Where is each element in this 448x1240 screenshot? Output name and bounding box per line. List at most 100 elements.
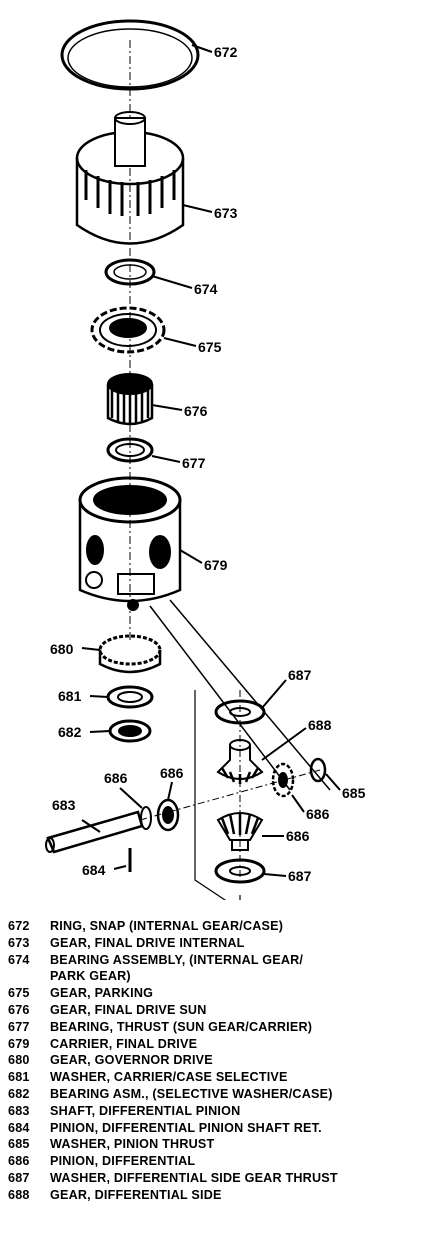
parking-gear-675 <box>90 306 166 354</box>
leader-682 <box>89 730 111 733</box>
legend-item-673: 673 GEAR, FINAL DRIVE INTERNAL <box>8 935 444 952</box>
legend-description: SHAFT, DIFFERENTIAL PINION <box>50 1103 241 1118</box>
callout-679: 679 <box>204 557 228 573</box>
internal-gear-673 <box>75 111 185 245</box>
legend-item-680: 680 GEAR, GOVERNOR DRIVE <box>8 1052 444 1069</box>
legend-item-676: 676 GEAR, FINAL DRIVE SUN <box>8 1002 444 1019</box>
pinion-washer-685 <box>309 757 327 783</box>
legend-number: 680 <box>8 1053 30 1068</box>
leader-677 <box>151 455 181 463</box>
pinion-shaft-683 <box>45 810 144 854</box>
legend-number: 673 <box>8 935 30 950</box>
side-gear-688-top <box>216 739 264 784</box>
legend-description: GEAR, FINAL DRIVE SUN <box>50 1002 207 1017</box>
bearing-682 <box>108 719 152 743</box>
leader-683 <box>81 819 101 833</box>
leader-688 <box>261 727 307 761</box>
leader-673 <box>182 204 213 213</box>
callout-677: 677 <box>182 455 206 471</box>
callout-675: 675 <box>198 339 222 355</box>
leader-680 <box>81 647 101 651</box>
legend-number: 688 <box>8 1187 30 1202</box>
leader-675 <box>163 337 197 347</box>
callout-686c: 686 <box>306 806 330 822</box>
legend-item-684: 684 PINION, DIFFERENTIAL PINION SHAFT RET… <box>8 1120 444 1137</box>
legend-number: 681 <box>8 1070 30 1085</box>
legend-item-679: 679 CARRIER, FINAL DRIVE <box>8 1036 444 1053</box>
leader-687a <box>261 679 287 709</box>
legend-number: 687 <box>8 1170 30 1185</box>
legend-description: GEAR, FINAL DRIVE INTERNAL <box>50 935 245 950</box>
exploded-parts-diagram: 672 673 674 675 676 677 679 680 681 682 … <box>45 19 366 900</box>
callout-676: 676 <box>184 403 208 419</box>
carrier-679 <box>78 476 182 611</box>
legend-item-685: 685 WASHER, PINION THRUST <box>8 1136 444 1153</box>
legend-description: GEAR, DIFFERENTIAL SIDE <box>50 1187 222 1202</box>
pinion-686-left <box>140 798 180 832</box>
leader-681 <box>89 695 109 698</box>
washer-681 <box>106 685 154 709</box>
pinion-686-right <box>271 762 295 798</box>
leader-679 <box>179 549 203 564</box>
leader-686a <box>119 787 143 809</box>
legend-number: 674 <box>8 952 30 967</box>
legend-description: WASHER, DIFFERENTIAL SIDE GEAR THRUST <box>50 1170 338 1185</box>
callout-685: 685 <box>342 785 366 801</box>
legend-description: BEARING ASSEMBLY, (INTERNAL GEAR/ PARK G… <box>50 952 304 984</box>
legend-number: 676 <box>8 1002 30 1017</box>
leader-686b <box>167 781 173 801</box>
callout-672: 672 <box>214 44 238 60</box>
legend-item-674: 674 BEARING ASSEMBLY, (INTERNAL GEAR/ PAR… <box>8 952 444 986</box>
snap-ring-672 <box>60 19 200 91</box>
side-gear-washer-687-top <box>214 699 266 725</box>
callout-683: 683 <box>52 797 76 813</box>
legend-description: WASHER, PINION THRUST <box>50 1137 215 1152</box>
leader-672 <box>191 44 213 53</box>
callout-686a: 686 <box>104 770 128 786</box>
leader-685 <box>325 773 341 791</box>
governor-gear-680 <box>98 634 162 674</box>
legend-number: 683 <box>8 1103 30 1118</box>
legend-description: CARRIER, FINAL DRIVE <box>50 1036 198 1051</box>
callout-673: 673 <box>214 205 238 221</box>
legend-description: GEAR, GOVERNOR DRIVE <box>50 1053 213 1068</box>
callout-686d: 686 <box>286 828 310 844</box>
callout-688: 688 <box>308 717 332 733</box>
legend-item-683: 683 SHAFT, DIFFERENTIAL PINION <box>8 1103 444 1120</box>
thrust-bearing-677 <box>106 437 154 463</box>
legend-number: 677 <box>8 1019 30 1034</box>
legend-description: PINION, DIFFERENTIAL PINION SHAFT RET. <box>50 1120 322 1135</box>
callout-674: 674 <box>194 281 218 297</box>
sun-gear-676 <box>106 373 154 426</box>
pinion-686-lower <box>216 812 264 851</box>
legend-description: GEAR, PARKING <box>50 986 154 1001</box>
legend-item-677: 677 BEARING, THRUST (SUN GEAR/CARRIER) <box>8 1019 444 1036</box>
callout-680: 680 <box>50 641 74 657</box>
callout-687a: 687 <box>288 667 312 683</box>
legend-description: BEARING ASM., (SELECTIVE WASHER/CASE) <box>50 1086 333 1101</box>
bearing-674 <box>104 258 156 286</box>
leader-676 <box>151 404 183 411</box>
leader-687b <box>263 873 287 877</box>
leader-684 <box>113 865 127 870</box>
callout-682: 682 <box>58 724 82 740</box>
legend-description: BEARING, THRUST (SUN GEAR/CARRIER) <box>50 1019 313 1034</box>
callout-686b: 686 <box>160 765 184 781</box>
legend-item-687: 687 WASHER, DIFFERENTIAL SIDE GEAR THRUST <box>8 1170 444 1187</box>
legend-number: 686 <box>8 1154 30 1169</box>
legend-number: 672 <box>8 919 30 933</box>
legend-description: PINION, DIFFERENTIAL <box>50 1154 196 1169</box>
legend-number: 685 <box>8 1137 30 1152</box>
legend-item-688: 688 GEAR, DIFFERENTIAL SIDE <box>8 1187 444 1204</box>
callout-684: 684 <box>82 862 106 878</box>
legend-item-686: 686 PINION, DIFFERENTIAL <box>8 1153 444 1170</box>
legend-number: 684 <box>8 1120 30 1135</box>
leader-686c <box>291 794 305 813</box>
callout-681: 681 <box>58 688 82 704</box>
leader-674 <box>151 275 193 289</box>
legend-number: 679 <box>8 1036 30 1051</box>
